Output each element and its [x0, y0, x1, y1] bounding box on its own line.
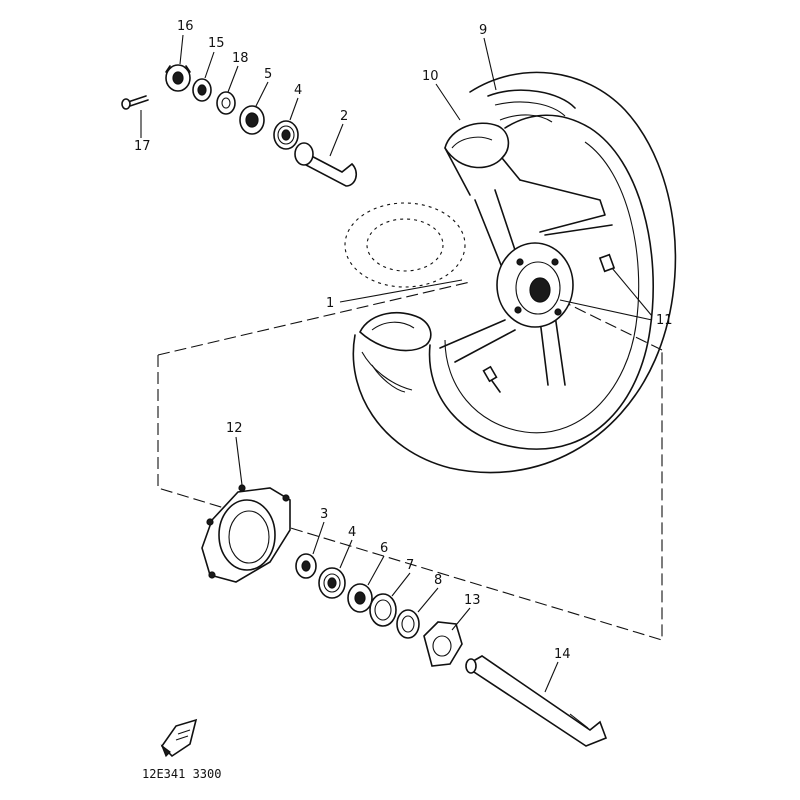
label-12: 12: [226, 421, 243, 436]
label-2: 2: [340, 109, 348, 124]
assembly-guide-lines: [157, 281, 663, 641]
label-14: 14: [554, 647, 571, 662]
label-17: 17: [134, 139, 151, 154]
label-4-bottom: 4: [348, 525, 356, 540]
sprocket-hub-stack: [201, 484, 608, 747]
label-16: 16: [177, 19, 194, 34]
label-5: 5: [264, 67, 272, 82]
wheel-assembly: [352, 71, 677, 474]
label-15: 15: [208, 36, 225, 51]
label-10: 10: [422, 69, 439, 84]
label-7: 7: [406, 558, 414, 573]
label-11: 11: [656, 313, 673, 328]
part-number-labels: 16 15 18 5 4 2 17 9 10 1 11 12 3 4 6 7 8…: [134, 19, 673, 662]
label-4-top: 4: [294, 83, 302, 98]
diagram-code: 12E341 3300: [142, 767, 221, 781]
brake-disc-ghost: [344, 202, 466, 288]
label-13: 13: [464, 593, 481, 608]
label-6: 6: [380, 541, 388, 556]
label-18: 18: [232, 51, 249, 66]
front-direction-icon: [160, 718, 198, 758]
label-3: 3: [320, 507, 328, 522]
label-9: 9: [479, 23, 487, 38]
leader-lines: [140, 34, 653, 693]
label-1: 1: [326, 296, 334, 311]
axle-nut-stack: [121, 64, 358, 187]
label-8: 8: [434, 573, 442, 588]
